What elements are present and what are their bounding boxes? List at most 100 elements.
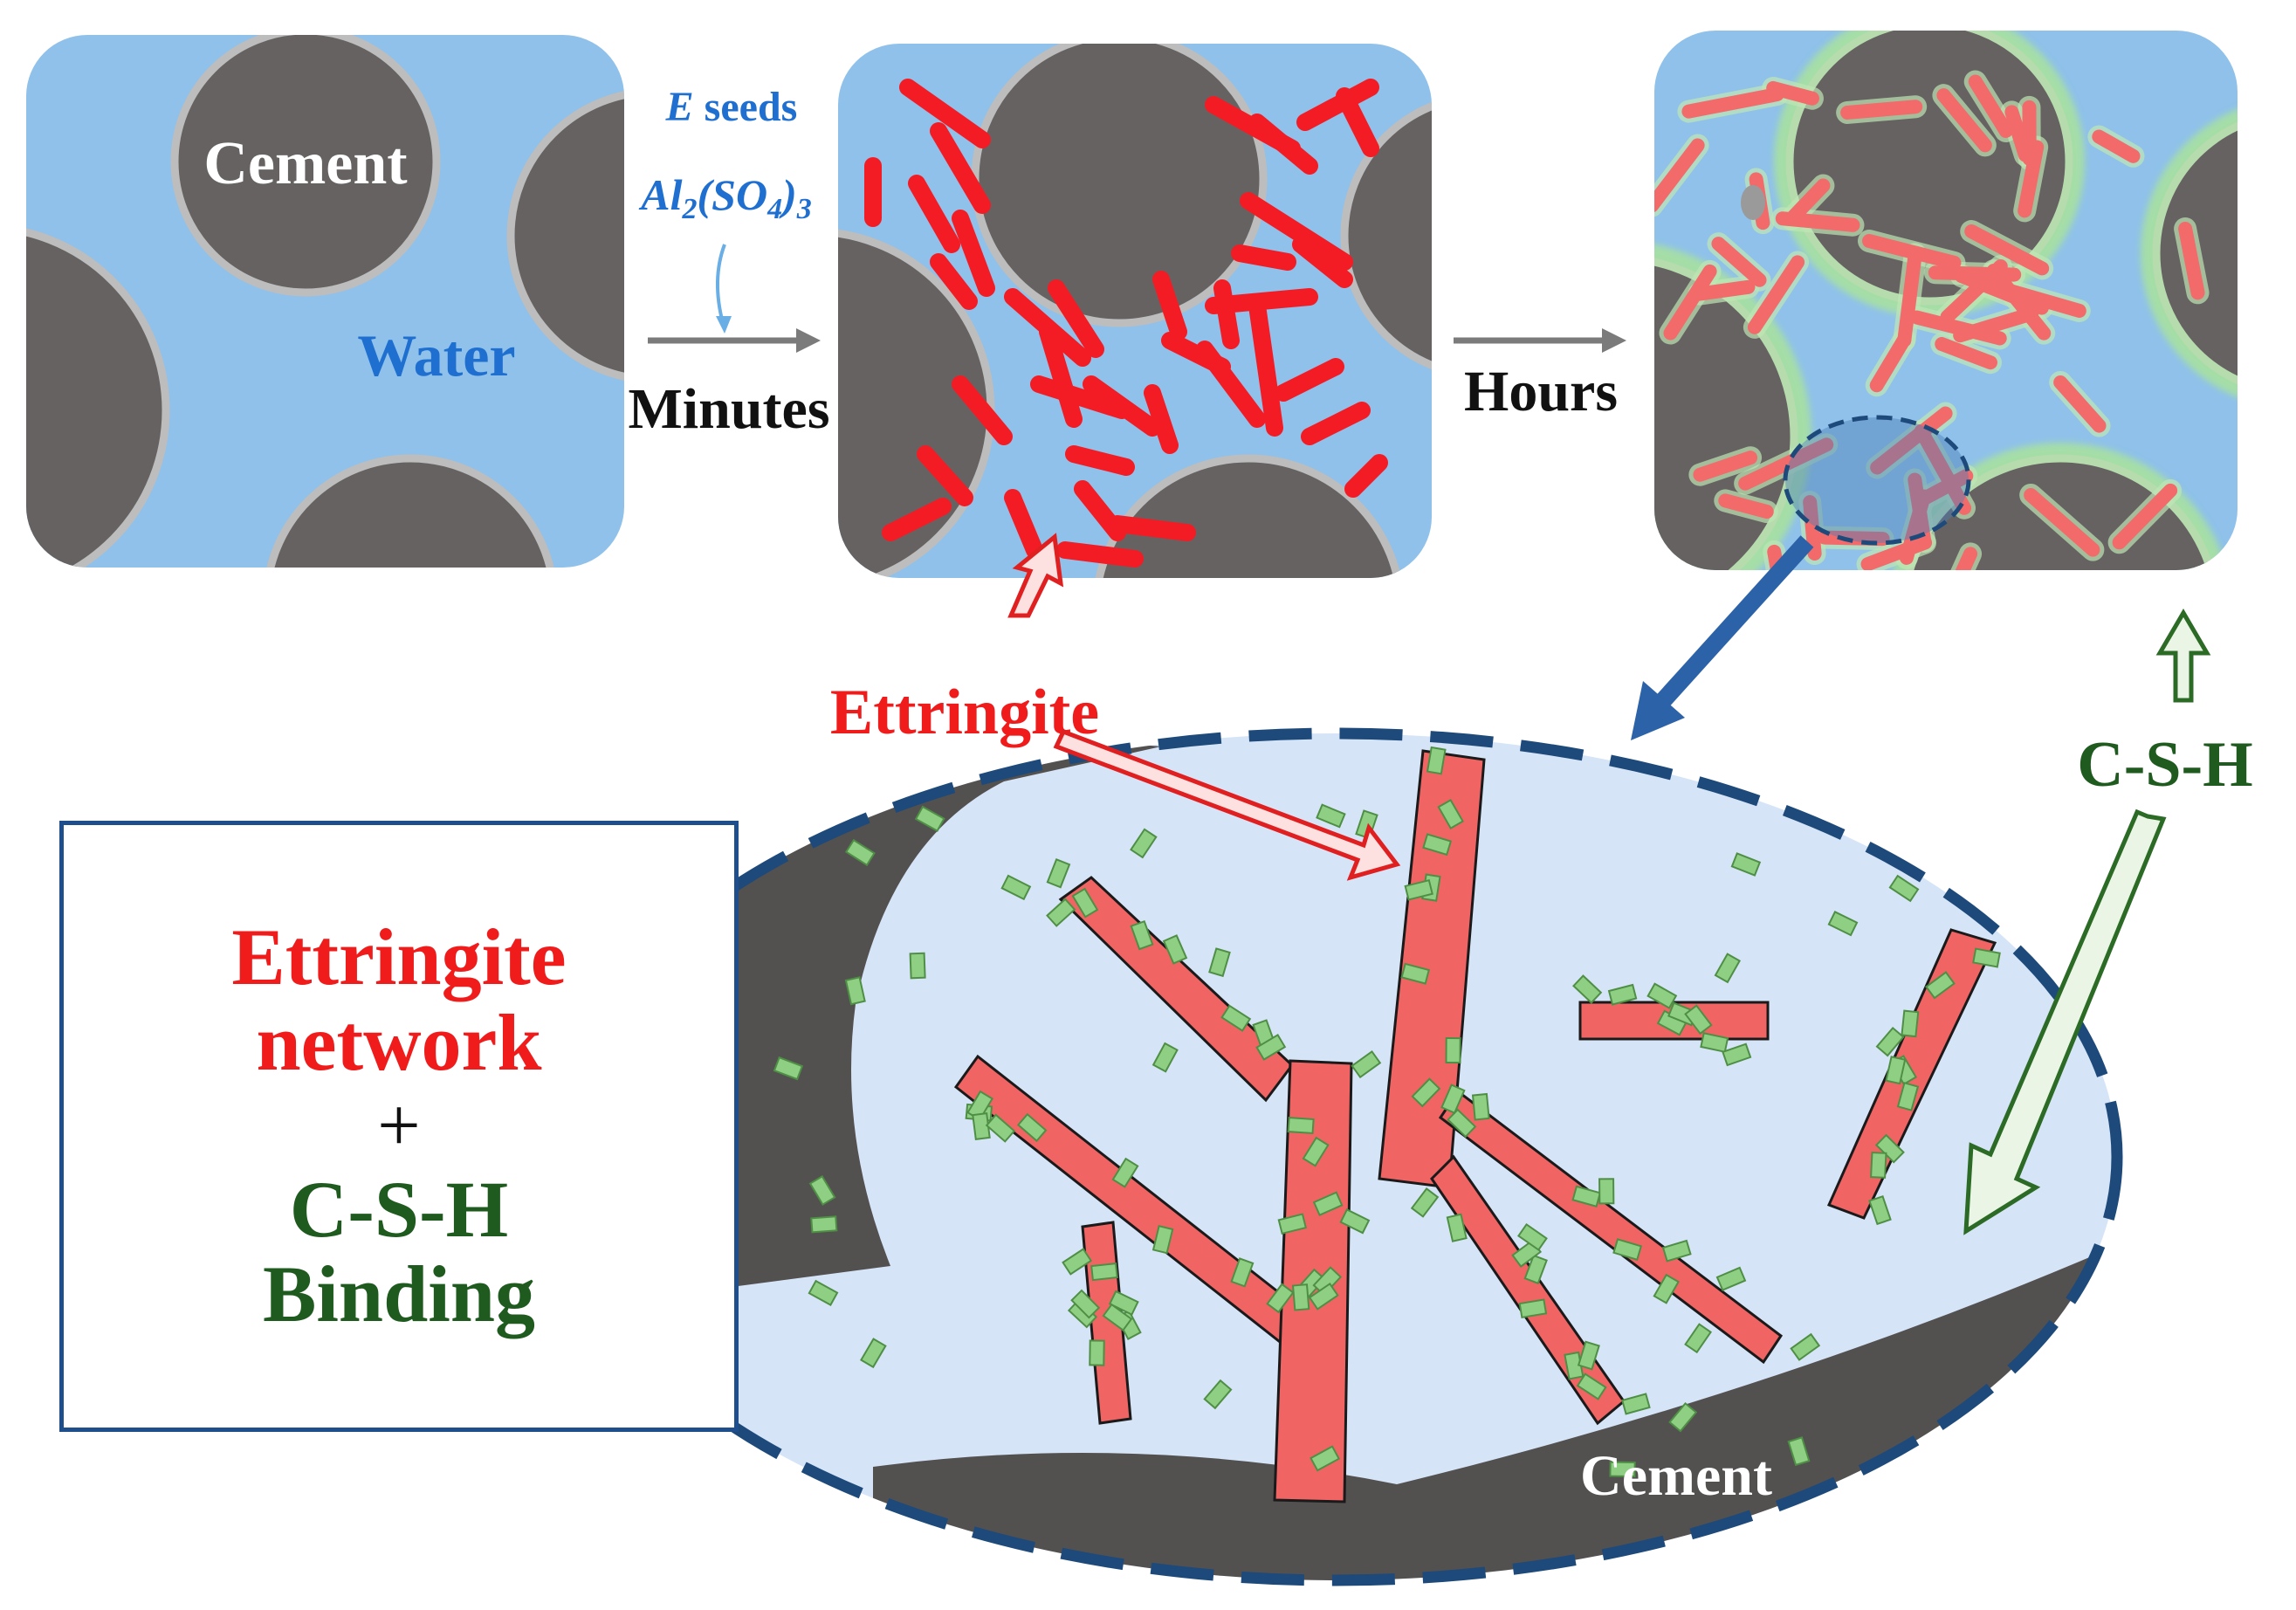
zoom-region <box>1783 415 1971 546</box>
ettringite-needle <box>1248 297 1283 437</box>
summary-plus: + <box>377 1084 421 1169</box>
csh-flake <box>1426 746 1447 775</box>
ettringite-needle <box>1654 138 1705 213</box>
csh-flake <box>1896 1082 1920 1111</box>
ettringite-needle <box>1336 87 1379 157</box>
csh-flake <box>1102 1303 1133 1331</box>
cement-grain <box>2152 109 2238 397</box>
minutes-label: Minutes <box>629 377 830 441</box>
csh-flake <box>1070 1289 1101 1319</box>
csh-flake <box>1287 1117 1315 1135</box>
csh-flake <box>773 1056 804 1081</box>
csh-flake <box>1437 798 1464 829</box>
ettringite-needle <box>1738 437 1834 491</box>
csh-flake <box>1151 1042 1179 1073</box>
additive-annotation: E seeds Al2(SO4)3 Minutes <box>629 84 830 441</box>
ettringite-needle <box>1692 279 1756 301</box>
time-arrow-hours: Hours <box>1454 328 1626 423</box>
ettringite-needle <box>1048 279 1104 358</box>
ettringite-needle <box>1968 74 2013 139</box>
ettringite-needle <box>2112 483 2178 550</box>
ettringite-needles-csh <box>1654 70 2210 570</box>
csh-flake <box>1255 1034 1287 1061</box>
ettringite-needle <box>1004 489 1043 559</box>
csh-flake <box>1598 1178 1615 1205</box>
csh-flake <box>1446 1213 1468 1242</box>
ettringite-needle <box>2092 129 2141 163</box>
ettringite-needle <box>1929 547 1978 570</box>
csh-flake <box>1316 803 1346 829</box>
cement-grain <box>170 35 441 297</box>
csh-flake <box>1888 874 1920 903</box>
curved-pointer-head <box>716 316 732 334</box>
csh-flake <box>1302 1136 1330 1167</box>
csh-flake <box>1000 874 1032 901</box>
summary-network: network <box>256 997 542 1087</box>
ettringite-needle <box>1936 88 1992 153</box>
panel-hours <box>1654 31 2238 570</box>
csh-flake <box>1411 1077 1441 1108</box>
csh-flake <box>1108 1290 1139 1316</box>
csh-flake <box>1868 1194 1892 1226</box>
ettringite-needle <box>1928 265 2022 282</box>
csh-flake <box>1653 1273 1680 1304</box>
csh-flake <box>1646 982 1678 1009</box>
ettringite-needle <box>2053 375 2107 433</box>
csh-flake <box>1612 1238 1643 1261</box>
ettringite-needles <box>864 79 1388 568</box>
csh-flake <box>1266 1283 1295 1314</box>
zoom-arrow-head <box>1631 681 1685 740</box>
zoom-arrow-shaft <box>1652 535 1814 712</box>
aluminium-sulfate-label: Al2(SO4)3 <box>638 170 811 225</box>
csh-flake <box>1090 1263 1118 1282</box>
ettringite-needle <box>1248 114 1318 175</box>
csh-flake <box>985 1113 1016 1143</box>
cement-grain <box>1091 454 1406 578</box>
csh-flake <box>1016 1112 1048 1143</box>
csh-flake <box>1925 971 1956 1000</box>
cement-label: Cement <box>203 130 407 197</box>
ettringite-needle <box>1083 375 1161 437</box>
ettringite-needle <box>1196 341 1266 428</box>
ettringite-needle <box>882 498 952 541</box>
ettringite-needle <box>908 175 960 253</box>
ettringite-needle <box>1954 269 2049 315</box>
pointer-arrow-green <box>1963 808 2167 1235</box>
ettringite-needle <box>1860 535 1933 570</box>
csh-flake <box>1310 1445 1341 1472</box>
ettringite-needle <box>1840 100 1923 120</box>
water-label: Water <box>357 322 515 389</box>
arrow-hours-head <box>1602 328 1626 353</box>
cement-grain <box>262 454 559 568</box>
csh-flake <box>1162 934 1188 965</box>
csh-flake <box>808 1279 839 1307</box>
panel-minutes <box>838 44 1432 578</box>
csh-flake <box>1571 1185 1602 1208</box>
cement-grain <box>1340 92 1432 380</box>
csh-flake <box>1972 947 2001 968</box>
csh-flake <box>810 1215 838 1234</box>
ettringite-needle <box>1152 271 1187 341</box>
ettringite-needle <box>1213 279 1240 349</box>
ettringite-needle <box>1869 332 1912 393</box>
csh-flake <box>1471 1092 1490 1121</box>
csh-flake <box>1046 857 1071 889</box>
ettringite-needle <box>1296 79 1379 131</box>
csh-flake <box>1661 1239 1692 1263</box>
csh-flake <box>844 976 866 1006</box>
ettringite-callout: Ettringite <box>830 533 1401 881</box>
ettringite-needle <box>1818 530 1890 547</box>
csh-flake <box>1440 1084 1466 1114</box>
csh-flake <box>1312 1191 1344 1216</box>
csh-flake <box>1277 1213 1308 1235</box>
ettringite-needle <box>1914 423 1972 515</box>
csh-flake <box>1071 887 1099 919</box>
ettringite-needle <box>899 79 991 148</box>
ettringite-needle <box>1964 224 2050 276</box>
ettringite-needle <box>917 445 973 506</box>
csh-flake <box>1130 828 1158 859</box>
csh-flake <box>914 805 945 832</box>
cement-grain <box>26 223 170 568</box>
seeds-label: E seeds <box>665 84 798 130</box>
summary-binding: Binding <box>263 1249 535 1339</box>
